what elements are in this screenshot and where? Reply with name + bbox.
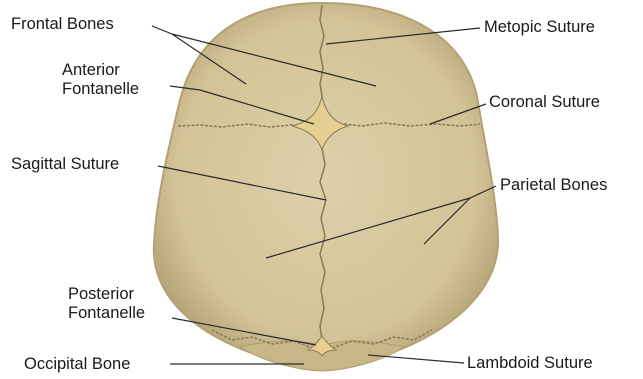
label-coronal-suture: Coronal Suture <box>489 93 600 112</box>
skull-outline <box>154 3 498 370</box>
label-occipital-bone: Occipital Bone <box>24 355 130 374</box>
label-anterior-fontanelle: Anterior Fontanelle <box>62 61 139 99</box>
label-posterior-fontanelle: Posterior Fontanelle <box>68 285 145 323</box>
label-metopic-suture: Metopic Suture <box>484 18 595 37</box>
label-anterior-fontanelle-line1: Anterior <box>62 61 139 80</box>
label-sagittal-suture: Sagittal Suture <box>11 155 119 174</box>
label-parietal-bones: Parietal Bones <box>500 176 607 195</box>
label-posterior-fontanelle-line1: Posterior <box>68 285 145 304</box>
leader-lambdoid-suture <box>368 355 464 363</box>
label-anterior-fontanelle-line2: Fontanelle <box>62 80 139 99</box>
label-frontal-bones: Frontal Bones <box>11 15 114 34</box>
label-posterior-fontanelle-line2: Fontanelle <box>68 304 145 323</box>
label-lambdoid-suture: Lambdoid Suture <box>467 354 593 373</box>
